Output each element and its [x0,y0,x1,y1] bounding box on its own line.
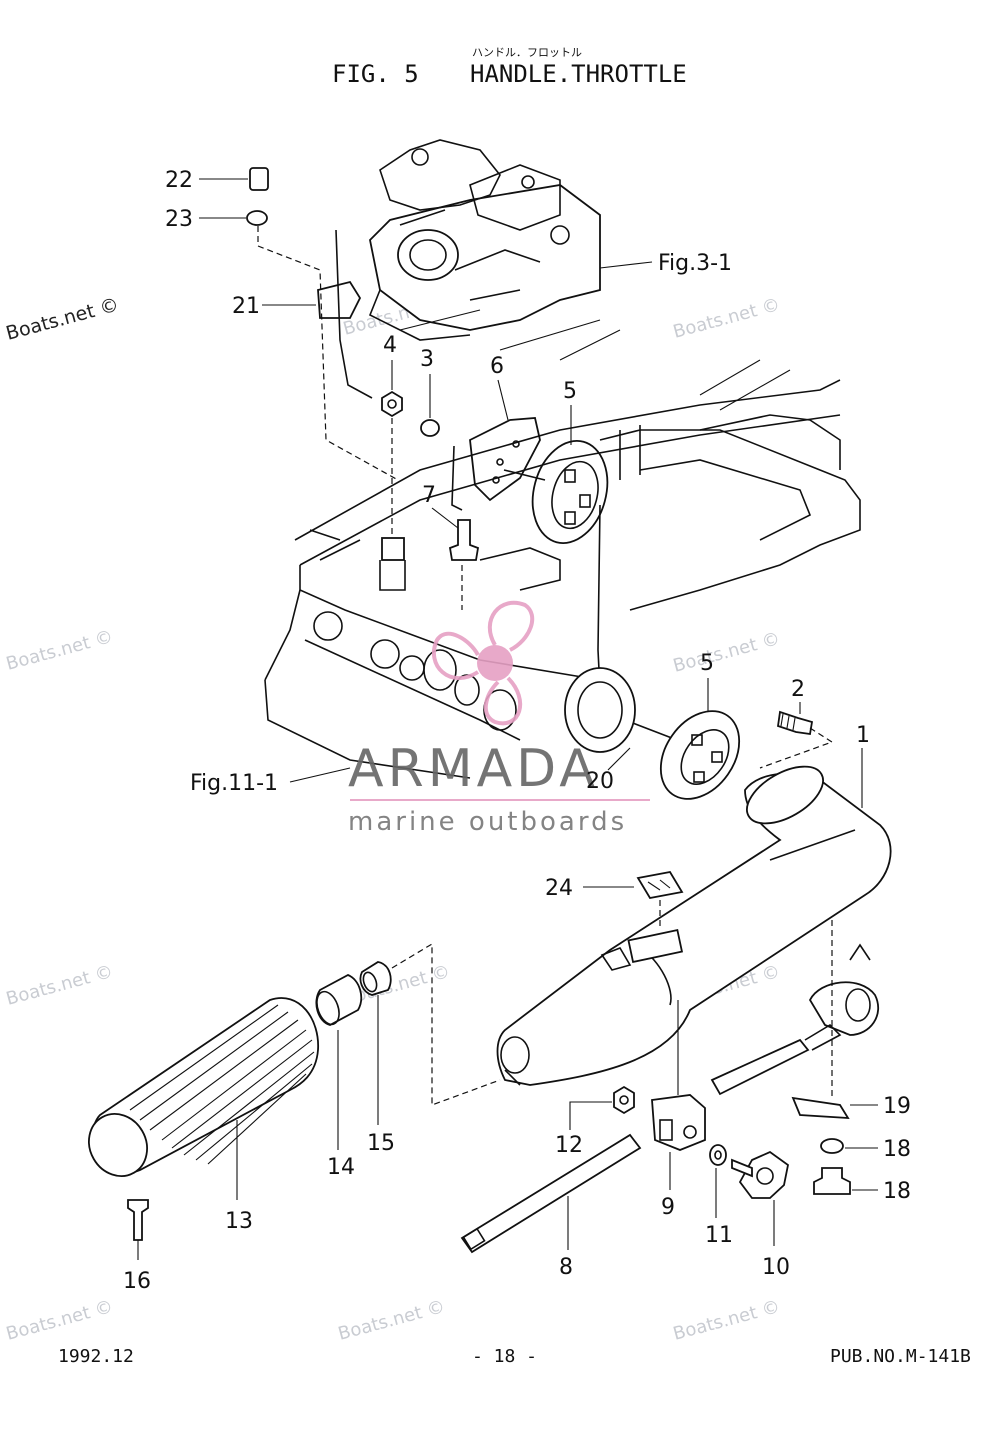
part-19-washer [820,1138,844,1154]
armada-logo: ARMADA marine outboards [348,600,650,837]
part-23-washer [246,210,268,226]
callout-22: 22 [165,168,193,193]
part-16-screw [127,1199,149,1241]
part-11-washer [709,1144,727,1166]
callout-10: 10 [762,1255,790,1280]
part-15-bushing [359,961,392,996]
cowling-boss [381,537,405,561]
callout-3: 3 [420,347,434,372]
callout-5-top: 5 [563,379,577,404]
watermark-text: Boats.net © [4,1296,116,1345]
propeller-icon [477,645,513,681]
watermark-text: Boats.net © [671,628,783,677]
brand-tagline: marine outboards [348,807,627,837]
part-10-knob [731,1150,789,1199]
part-17-plate [791,1096,850,1120]
callout-9: 9 [661,1195,675,1220]
part-12-nut [613,1085,635,1115]
part-4-nut [381,390,403,418]
part-24-clip [636,871,684,899]
callout-2: 2 [791,677,805,702]
callout-4: 4 [383,333,397,358]
ref-fig3-1: Fig.3-1 [658,251,732,276]
callout-19: 18 [883,1137,911,1162]
callout-14: 14 [327,1155,355,1180]
watermark-text: Boats.net © [336,1296,448,1345]
carburetor-assembly [368,139,601,341]
part-14-collar [315,974,362,1026]
callout-8: 8 [559,1255,573,1280]
callout-15: 15 [367,1131,395,1156]
callout-21: 21 [232,294,260,319]
watermark-text: Boats.net © [671,294,783,343]
part-18-screw [813,1167,851,1195]
part-7-pin [448,519,480,561]
watermark-text: Boats.net © [4,626,116,675]
part-5-gear-top [531,440,609,544]
part-3-washer [420,419,440,437]
callout-7: 7 [422,483,436,508]
part-2-stud [777,710,814,736]
part-22-bolt [249,167,269,191]
callout-20: 20 [586,769,614,794]
part-6-plate [469,417,541,502]
watermark-text: Boats.net © [671,1296,783,1345]
callout-6: 6 [490,354,504,379]
part-5-gear-lower [659,710,741,800]
watermark-text: Boats.net © [4,961,116,1010]
footer-date: 1992.12 [58,1346,134,1367]
part-9-block [651,1094,706,1151]
fig-number: FIG. 5 [332,60,419,88]
bottom-cowling [264,309,861,779]
callout-5-lower: 5 [700,651,714,676]
callout-24: 24 [545,876,573,901]
callout-16: 16 [123,1269,151,1294]
part-13-grip [88,997,319,1177]
watermark-text: Boats.net © [4,294,122,345]
callout-17: 19 [883,1094,911,1119]
callout-23: 23 [165,207,193,232]
callout-12: 12 [555,1133,583,1158]
ref-fig11-1: Fig.11-1 [190,771,278,796]
brand-name: ARMADA [348,739,599,799]
fig-title: HANDLE.THROTTLE [470,60,687,88]
part-1-tiller-handle [496,765,892,1086]
header-subtitle-jp: ハンドル．フロットル [472,46,582,59]
leader-fig3 [599,261,653,269]
callout-13: 13 [225,1209,253,1234]
callout-18-text: 18 [883,1179,911,1204]
footer-page-number: - 18 - [472,1346,537,1367]
part-8-rod [460,1133,642,1254]
throttle-shaft [710,943,880,1096]
callout-11: 11 [705,1223,733,1248]
footer-pub-number: PUB.NO.M-141B [830,1346,971,1367]
callout-1: 1 [856,723,870,748]
